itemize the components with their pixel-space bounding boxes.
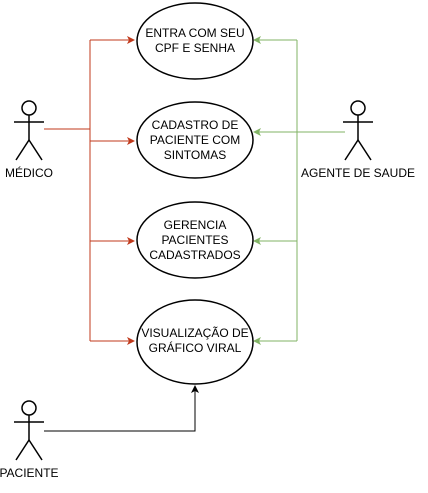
use-case-cadastro-line-3: SINTOMAS [164,148,226,162]
paciente-stick-figure-icon [14,400,44,461]
actor-paciente-label: PACIENTE [0,466,59,480]
use-case-gerencia-line-1: GERENCIA [164,218,227,232]
actor-paciente: PACIENTE [0,400,59,480]
paciente-to-grafico-arrow [44,385,199,432]
use-case-login-line-1: ENTRA COM SEU [145,26,244,40]
use-case-cadastro: CADASTRO DE PACIENTE COM SINTOMAS [136,101,254,179]
use-case-grafico-ellipse [136,299,254,385]
use-case-cadastro-ellipse [136,101,254,179]
agente-connectors [253,36,345,345]
use-case-gerencia: GERENCIA PACIENTES CADASTRADOS [136,201,254,279]
use-case-gerencia-ellipse [136,201,254,279]
medico-connectors [44,36,135,345]
use-case-gerencia-line-3: CADASTRADOS [149,248,240,262]
actor-agente: AGENTE DE SAUDE [301,100,415,180]
use-case-login-line-2: CPF E SENHA [155,41,235,55]
use-case-gerencia-line-2: PACIENTES [161,233,228,247]
use-case-grafico-line-1: VISUALIZAÇÃO DE [141,326,248,340]
actor-agente-label: AGENTE DE SAUDE [301,166,415,180]
use-case-grafico: VISUALIZAÇÃO DE GRÁFICO VIRAL [136,299,254,385]
paciente-connectors [44,385,199,432]
agente-stick-figure-icon [343,100,373,161]
use-case-login: ENTRA COM SEU CPF E SENHA [136,2,254,80]
use-case-cadastro-line-1: CADASTRO DE [152,118,239,132]
use-case-cadastro-line-2: PACIENTE COM [150,133,240,147]
use-case-grafico-line-2: GRÁFICO VIRAL [149,340,242,355]
use-case-login-ellipse [136,2,254,80]
actor-medico-label: MÉDICO [5,165,53,180]
actor-medico: MÉDICO [5,100,53,180]
medico-stick-figure-icon [14,100,44,161]
